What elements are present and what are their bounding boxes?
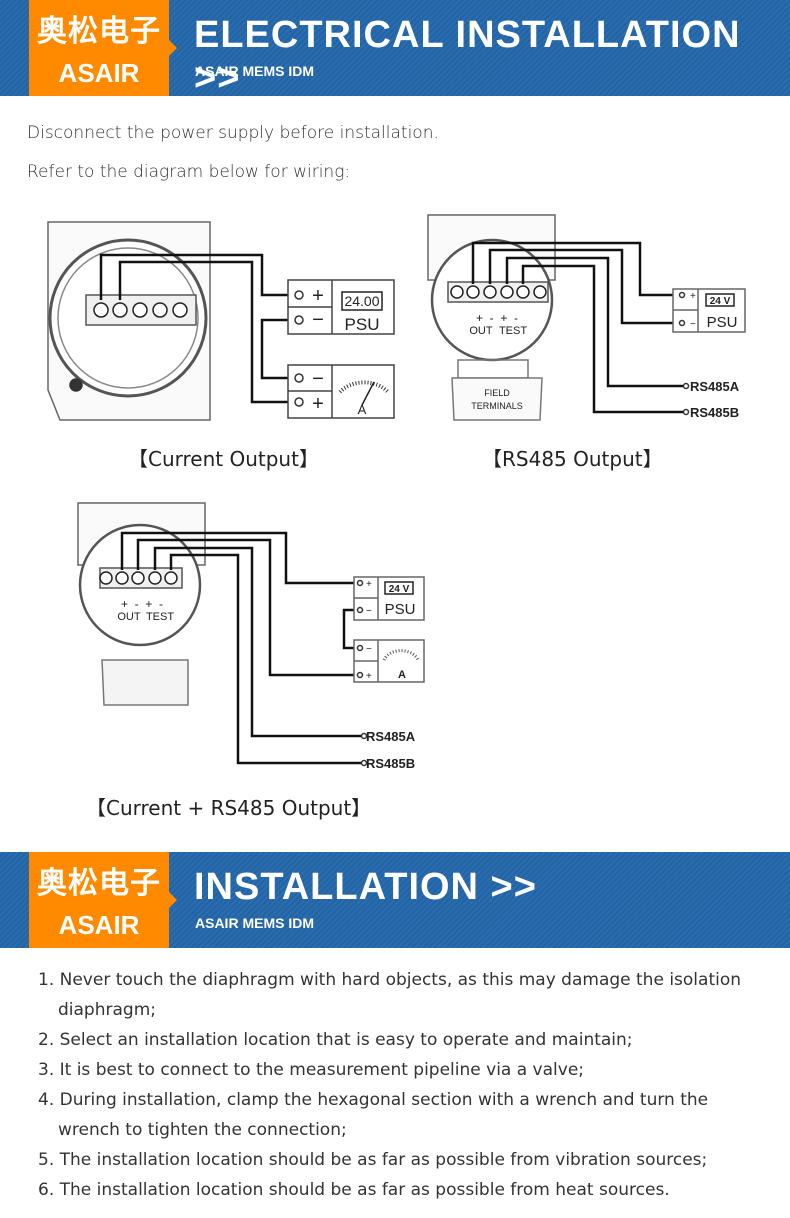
svg-text:+: +	[690, 291, 696, 302]
section-subtitle: ASAIR MEMS IDM	[195, 63, 314, 79]
svg-text:24 V: 24 V	[710, 296, 731, 307]
svg-text:PSU: PSU	[707, 314, 738, 331]
section-subtitle: ASAIR MEMS IDM	[195, 915, 314, 931]
psu-display: 24.00	[344, 293, 379, 309]
diagram-caption: 【Current + RS485 Output】	[86, 796, 372, 820]
rs485a-label: RS485A	[690, 379, 740, 394]
instruction-line: Refer to the diagram below for wiring:	[27, 162, 351, 182]
section-banner-electrical: 奥松电子 ASAIR ELECTRICAL INSTALLATION >> AS…	[0, 0, 790, 99]
list-item: 3. It is best to connect to the measurem…	[38, 1060, 585, 1080]
list-item: 1. Never touch the diaphragm with hard o…	[38, 970, 742, 1020]
diagram-rs485-output	[427, 214, 746, 421]
svg-text:+ - + -: + - + -	[476, 311, 518, 325]
svg-text:+: +	[312, 393, 324, 415]
svg-text:RS485B: RS485B	[366, 756, 415, 771]
diagram-current-rs485-output	[77, 502, 425, 767]
list-item: 5. The installation location should be a…	[38, 1150, 708, 1170]
svg-text:OUT: OUT	[117, 611, 141, 623]
svg-text:A: A	[398, 669, 406, 681]
svg-text:PSU: PSU	[385, 601, 416, 618]
diagram-caption: 【Current Output】	[128, 447, 319, 471]
svg-text:24 V: 24 V	[389, 584, 410, 595]
brand-logo: 奥松电子 ASAIR	[29, 852, 177, 948]
section-title: INSTALLATION >>	[194, 866, 537, 908]
psu-label: PSU	[345, 315, 380, 334]
svg-text:+: +	[366, 671, 372, 682]
ammeter-label: A	[358, 402, 367, 417]
svg-text:RS485A: RS485A	[366, 729, 416, 744]
installation-list: 1. Never touch the diaphragm with hard o…	[30, 965, 770, 1205]
diagram-caption: 【RS485 Output】	[482, 447, 663, 471]
svg-text:−: −	[366, 644, 372, 655]
svg-text:TEST: TEST	[499, 325, 527, 337]
svg-text:−: −	[312, 309, 324, 331]
svg-text:TERMINALS: TERMINALS	[471, 401, 523, 411]
svg-text:+ - + -: + - + -	[121, 597, 163, 611]
svg-text:−: −	[366, 606, 372, 617]
list-item: 6. The installation location should be a…	[38, 1180, 670, 1200]
svg-text:OUT: OUT	[469, 325, 493, 337]
terminal-screws	[93, 302, 188, 318]
svg-text:TEST: TEST	[146, 611, 174, 623]
svg-text:−: −	[312, 368, 324, 390]
rs485b-label: RS485B	[690, 405, 739, 420]
instruction-line: Disconnect the power supply before insta…	[27, 123, 439, 143]
svg-text:−: −	[690, 319, 696, 330]
section-title: ELECTRICAL INSTALLATION >>	[194, 14, 741, 99]
svg-text:+: +	[366, 579, 372, 590]
section-banner-installation: 奥松电子 ASAIR INSTALLATION >> ASAIR MEMS ID…	[0, 852, 790, 948]
brand-logo: 奥松电子 ASAIR	[29, 0, 177, 96]
list-item: 4. During installation, clamp the hexago…	[38, 1090, 709, 1140]
svg-text:+: +	[312, 285, 324, 307]
svg-text:FIELD: FIELD	[484, 388, 510, 398]
list-item: 2. Select an installation location that …	[38, 1030, 633, 1050]
diagram-current-output	[47, 221, 395, 421]
